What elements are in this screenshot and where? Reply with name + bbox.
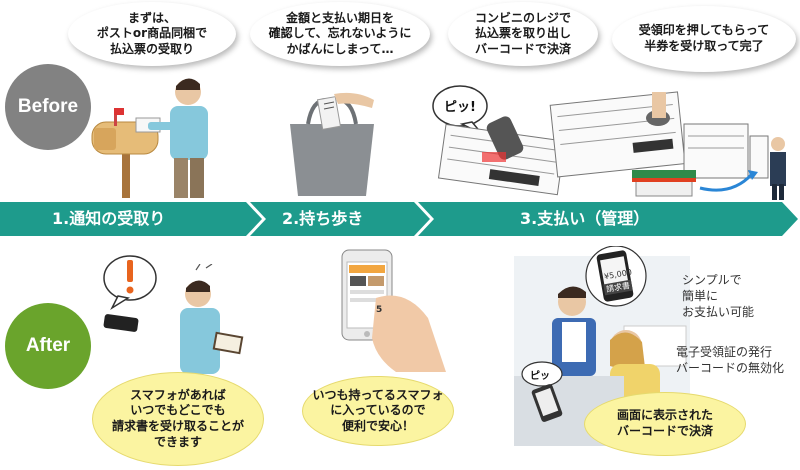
flow-segment-2 <box>250 202 430 236</box>
before-bubble-receive: まずは、 ポストor商品同梱で 払込票の受取り <box>68 2 236 66</box>
step-label-pay: 3.支払い（管理） <box>520 209 650 228</box>
after-bubble-receive: スマフォがあれば いつでもどこでも 請求書を受け取ることが できます <box>92 372 264 466</box>
before-bubble-pay: コンビニのレジで 払込票を取り出し バーコードで決済 <box>448 2 598 66</box>
flow-segment-1 <box>0 202 262 236</box>
step-label-receive: 1.通知の受取り <box>52 209 166 228</box>
note-e-receipt: 電子受領証の発行 バーコードの無効化 <box>676 345 785 376</box>
after-label: After <box>5 303 91 389</box>
flow-segment-3 <box>418 202 798 236</box>
process-flow-bar <box>0 202 798 236</box>
beep-sound-text: ピッ! <box>444 100 476 115</box>
before-bubble-carry: 金額と支払い期日を 確認して、忘れないように かばんにしまって… <box>250 2 430 66</box>
phone-screen-digit: 5 <box>376 305 383 315</box>
man-reading-illustration <box>180 264 244 374</box>
notification-alert-illustration <box>103 255 157 332</box>
after-bubble-pay: 画面に表示された バーコードで決済 <box>584 392 746 456</box>
store-payment-illustration <box>432 85 786 200</box>
after-bubble-carry: いつも持ってるスマフォ に入っているので 便利で安心！ <box>302 376 454 446</box>
beep-sound-text-small: ピッ <box>530 371 550 382</box>
before-bubble-complete: 受領印を押してもらって 半券を受け取って完了 <box>612 6 796 72</box>
bag-illustration <box>290 92 374 196</box>
before-label: Before <box>5 64 91 150</box>
mailbox-man-illustration <box>91 78 208 198</box>
step-label-carry: 2.持ち歩き <box>282 209 364 228</box>
hand-phone-illustration <box>341 249 446 372</box>
note-simple-payment: シンプルで 簡単に お支払い可能 <box>682 273 755 320</box>
